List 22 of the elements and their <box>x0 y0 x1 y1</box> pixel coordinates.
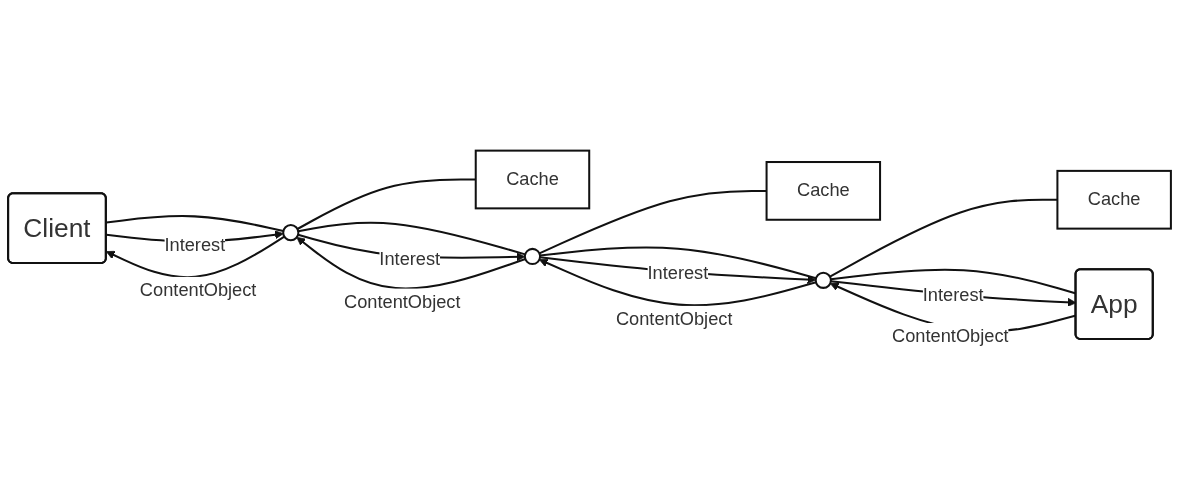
edge-label: Interest <box>164 234 226 255</box>
edge-label: ContentObject <box>615 308 733 330</box>
edge-label: Interest <box>922 284 984 306</box>
node-circle <box>523 247 542 266</box>
node-box: Cache <box>1056 169 1172 230</box>
connector <box>296 178 476 230</box>
arrow <box>105 235 285 279</box>
edge-label: Interest <box>379 248 441 269</box>
edge-label: Interest <box>647 262 709 284</box>
node-box: Cache <box>765 161 882 221</box>
connector <box>829 198 1058 278</box>
edge-label: ContentObject <box>892 326 1009 347</box>
edge-label: ContentObject <box>139 279 257 301</box>
connector <box>298 221 526 256</box>
edge-label: ContentObject <box>343 291 461 312</box>
node-circle <box>814 271 832 289</box>
connector <box>539 189 767 255</box>
node-circle <box>282 224 300 242</box>
connector <box>106 215 284 232</box>
node-box: Cache <box>474 149 591 210</box>
arrow <box>296 236 526 290</box>
connector <box>539 246 817 280</box>
